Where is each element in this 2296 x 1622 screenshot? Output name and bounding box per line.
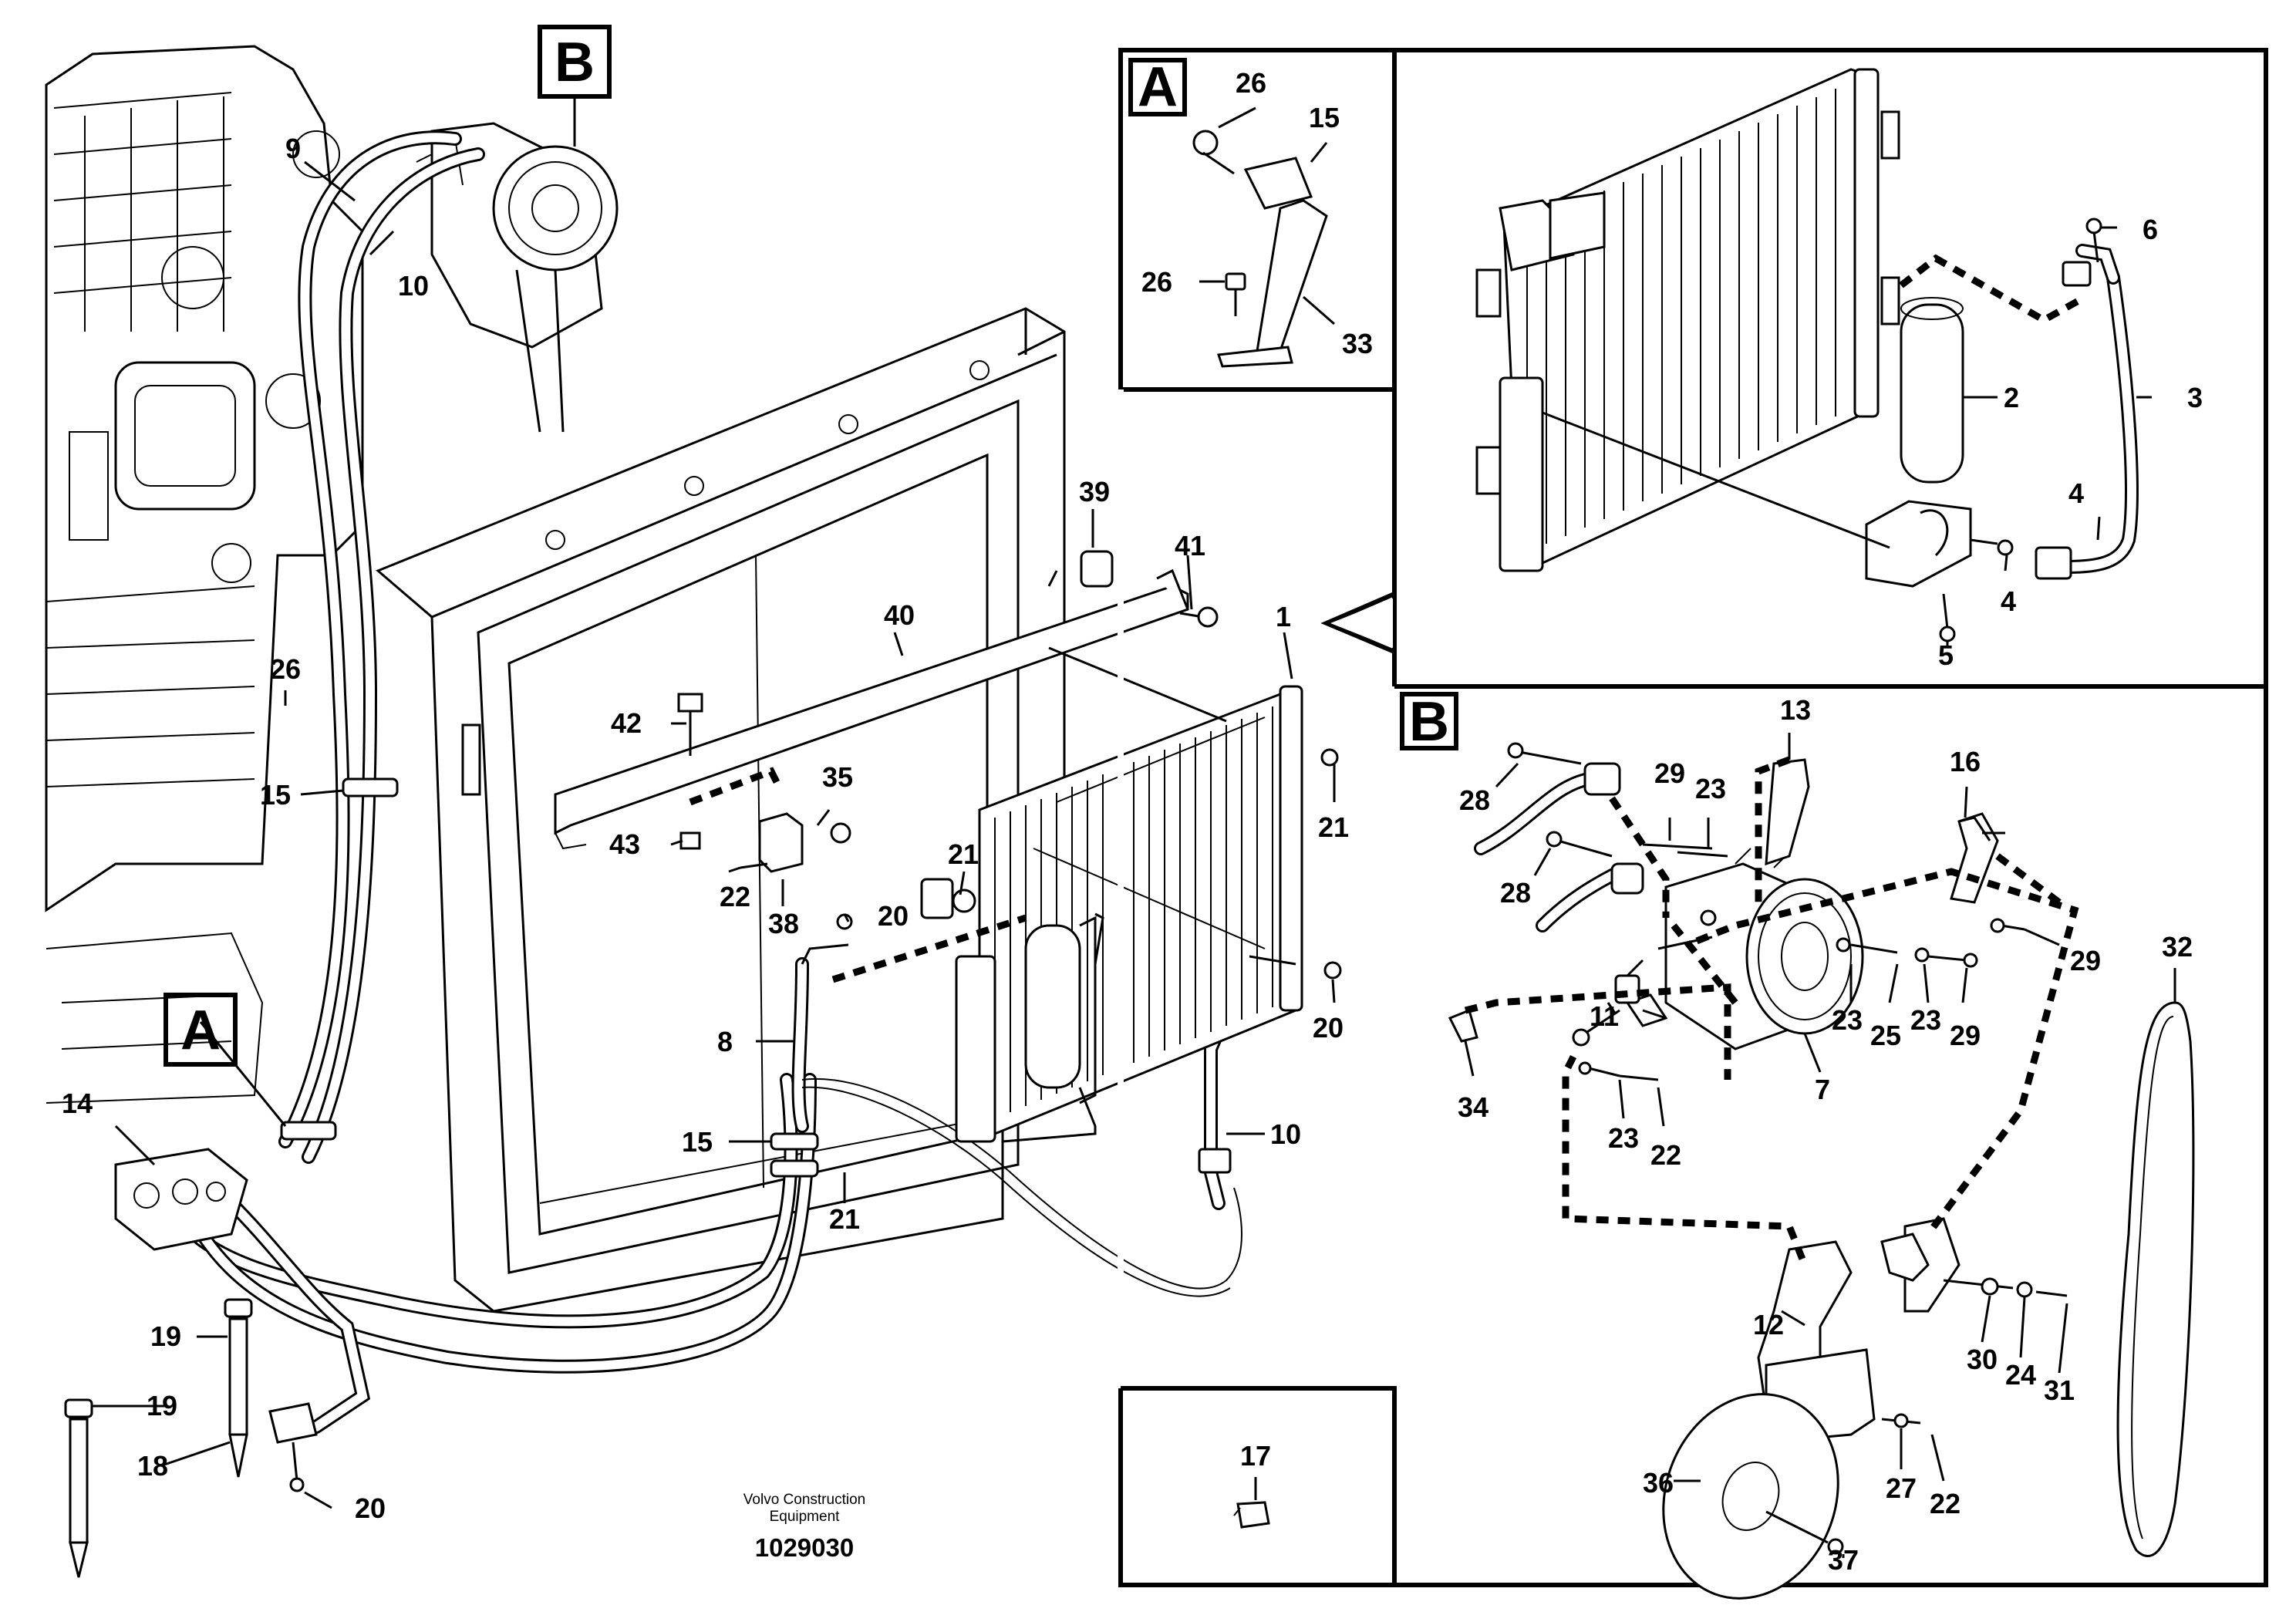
label-b-28-top: 28 [1459,784,1490,816]
label-b-22-top: 22 [1650,1139,1681,1171]
label-42: 42 [611,707,642,739]
label-19-b: 19 [147,1390,177,1421]
label-35: 35 [822,761,853,793]
label-b-22-bottom: 22 [1930,1488,1961,1519]
label-b-25: 25 [1870,1020,1901,1051]
label-17: 17 [1240,1440,1271,1472]
label-b-36: 36 [1643,1467,1674,1499]
part-number-labels: 9 10 26 15 14 19 19 18 20 39 41 40 1 42 … [62,67,2203,1576]
panel-b-letter: B [1409,691,1449,753]
label-b-23-top: 23 [1695,773,1726,804]
callout-b-letter: B [555,32,595,93]
label-b-31: 31 [2044,1374,2075,1406]
company-name-line1: Volvo Construction [743,1492,865,1508]
label-b-13: 13 [1780,694,1811,726]
label-4-bottom: 4 [2001,585,2016,617]
label-b-29-top: 29 [1654,757,1685,789]
label-b-7: 7 [1815,1074,1830,1105]
label-2: 2 [2004,382,2019,413]
label-b-23-bottom: 23 [1608,1122,1639,1154]
label-a-26-top: 26 [1236,67,1266,99]
label-8: 8 [717,1026,733,1057]
label-10-bottom: 10 [1270,1118,1301,1150]
label-b-12: 12 [1753,1309,1784,1340]
label-b-23-right: 23 [1910,1004,1941,1036]
label-10-top: 10 [398,270,429,302]
label-b-23-mid: 23 [1832,1004,1863,1036]
label-b-30: 30 [1967,1344,1998,1375]
main-dashed-lines [689,767,1027,983]
label-20-right: 20 [1313,1012,1344,1044]
footer-block: Volvo Construction Equipment 1029030 [743,1492,865,1562]
label-b-29-bottom: 29 [1950,1020,1981,1051]
label-1: 1 [1276,601,1291,632]
label-b-11: 11 [1590,1000,1619,1032]
label-26-main: 26 [270,653,301,685]
label-38: 38 [768,908,799,939]
label-15-main-bottom: 15 [682,1126,713,1158]
callout-box-b: B [538,25,612,147]
loose-parts [64,1298,318,1578]
main-hoses [114,130,1272,1434]
panel-a-letter: A [1138,56,1178,118]
company-name-line2: Equipment [770,1509,841,1525]
detail-frames [1118,48,2268,1587]
panel-17 [1233,1477,1270,1529]
label-21-bottom: 21 [829,1203,860,1235]
label-a-33: 33 [1342,328,1373,359]
label-9: 9 [285,133,301,164]
label-22-main: 22 [720,881,750,912]
panel-a: A [1128,56,1335,368]
label-19-a: 19 [150,1320,181,1352]
label-b-29-right: 29 [2070,945,2101,976]
callout-box-a: A [164,993,238,1067]
label-b-16: 16 [1950,746,1981,777]
label-b-32: 32 [2162,931,2193,963]
callout-a-letter: A [180,1000,221,1061]
label-b-24: 24 [2005,1359,2036,1391]
label-5: 5 [1938,639,1954,671]
engine-illustration [45,45,364,1104]
label-18: 18 [137,1450,168,1482]
label-20-mid: 20 [878,900,909,932]
main-leader-lines [93,160,1336,1509]
label-a-26-bottom: 26 [1141,266,1172,298]
label-b-28-bottom: 28 [1500,877,1531,909]
panel-condenser-detail [1475,68,2152,648]
label-a-15: 15 [1309,102,1340,133]
label-b-27: 27 [1886,1472,1917,1504]
engine-compressor [416,122,619,433]
label-14: 14 [62,1088,93,1119]
label-39: 39 [1079,476,1110,508]
label-b-34: 34 [1458,1091,1489,1123]
label-3: 3 [2187,382,2203,413]
label-21-right: 21 [1318,811,1349,843]
drawing-number: 1029030 [755,1533,854,1562]
radiator-frame [376,307,1066,1313]
label-15-main-top: 15 [260,779,291,811]
label-6: 6 [2143,214,2158,245]
label-20-bottom: 20 [355,1492,386,1524]
panel-b: B [1400,691,2195,1600]
label-40: 40 [884,599,915,631]
label-21-mid: 21 [948,838,979,870]
main-condenser [955,685,1303,1143]
label-41: 41 [1175,530,1205,561]
label-43: 43 [609,828,640,860]
label-b-37: 37 [1828,1544,1859,1576]
label-4-top: 4 [2068,477,2084,509]
